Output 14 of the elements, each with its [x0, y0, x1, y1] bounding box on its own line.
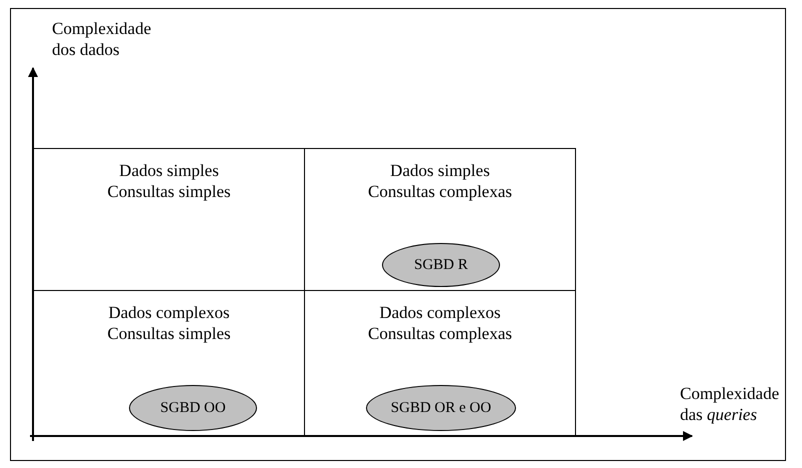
cell-text: Consultas complexas	[368, 323, 512, 344]
axis-label: Complexidade das queries	[680, 383, 780, 425]
cell-text: Dados complexos	[379, 302, 501, 323]
cell-text: Consultas simples	[107, 181, 231, 202]
axis-label: Complexidade dos dados	[52, 18, 152, 60]
cell-text: Dados simples	[119, 160, 219, 181]
node-label: SGBD OO	[160, 400, 226, 416]
cell-text: Dados simples	[390, 160, 490, 181]
node-label: SGBD R	[414, 256, 468, 274]
cell-text: Dados complexos	[108, 302, 230, 323]
cell-text: Consultas simples	[107, 323, 231, 344]
node-label: SGBD OR e OO	[390, 400, 492, 416]
cell-text: Consultas complexas	[368, 181, 512, 202]
grid-cell	[304, 148, 576, 291]
